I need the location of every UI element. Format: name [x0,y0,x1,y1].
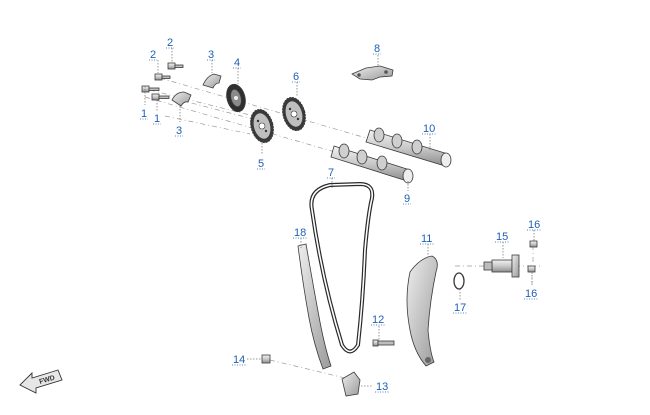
fwd-label: FWD [39,375,56,386]
bolt-part-2b[interactable] [167,62,184,70]
leader-lines [144,48,535,387]
callout-18[interactable]: 18 [294,227,306,239]
callout-5[interactable]: 5 [258,158,264,170]
chain-tensioner-part-15[interactable] [483,254,520,278]
callout-12[interactable]: 12 [372,314,384,326]
callout-labels: 1 1 2 2 3 3 4 5 6 7 8 9 10 11 12 13 14 1… [141,37,540,393]
callout-2b[interactable]: 2 [167,37,173,49]
callout-1b[interactable]: 1 [154,113,160,125]
guide-bracket-part-13[interactable] [341,371,361,397]
cam-sprocket-part-6[interactable] [279,95,309,134]
bolt-part-1a[interactable] [141,85,160,93]
camshaft-part-9[interactable] [330,143,414,184]
callout-15[interactable]: 15 [496,231,508,243]
retainer-plate-part-3b[interactable] [171,91,192,107]
chain-guide-part-18[interactable] [297,243,332,370]
callout-10[interactable]: 10 [423,123,435,135]
callout-16b[interactable]: 16 [525,288,537,300]
callout-3a[interactable]: 3 [208,49,214,61]
assembly-axis-lines [144,77,540,379]
pivot-bolt-part-12[interactable] [372,339,395,347]
bolt-part-16a[interactable] [529,240,538,248]
timing-chain-part-7[interactable] [309,181,375,354]
callout-2a[interactable]: 2 [150,49,156,61]
tensioner-guide-part-11[interactable] [406,255,438,367]
callout-1a[interactable]: 1 [141,108,147,120]
callout-3b[interactable]: 3 [176,125,182,137]
tone-wheel-part-4[interactable] [224,82,249,114]
callout-7[interactable]: 7 [328,167,334,179]
bracket-plate-part-8[interactable] [351,65,394,81]
callout-14[interactable]: 14 [233,354,245,366]
camshaft-part-10[interactable] [365,127,452,168]
bolt-part-16b[interactable] [527,265,536,273]
callout-6[interactable]: 6 [293,71,299,83]
callout-13[interactable]: 13 [376,381,388,393]
callout-8[interactable]: 8 [374,43,380,55]
bolt-part-14[interactable] [261,354,271,364]
callout-9[interactable]: 9 [404,193,410,205]
cam-sprocket-part-5[interactable] [247,107,277,146]
bolt-part-2a[interactable] [154,73,171,81]
retainer-plate-part-3a[interactable] [202,73,222,89]
callout-17[interactable]: 17 [454,302,466,314]
callout-11[interactable]: 11 [421,233,432,245]
forward-arrow-icon: FWD [19,369,63,394]
callout-16a[interactable]: 16 [528,219,540,231]
callout-4[interactable]: 4 [234,57,240,69]
o-ring-part-17[interactable] [453,272,465,290]
bolt-part-1b[interactable] [151,93,170,101]
